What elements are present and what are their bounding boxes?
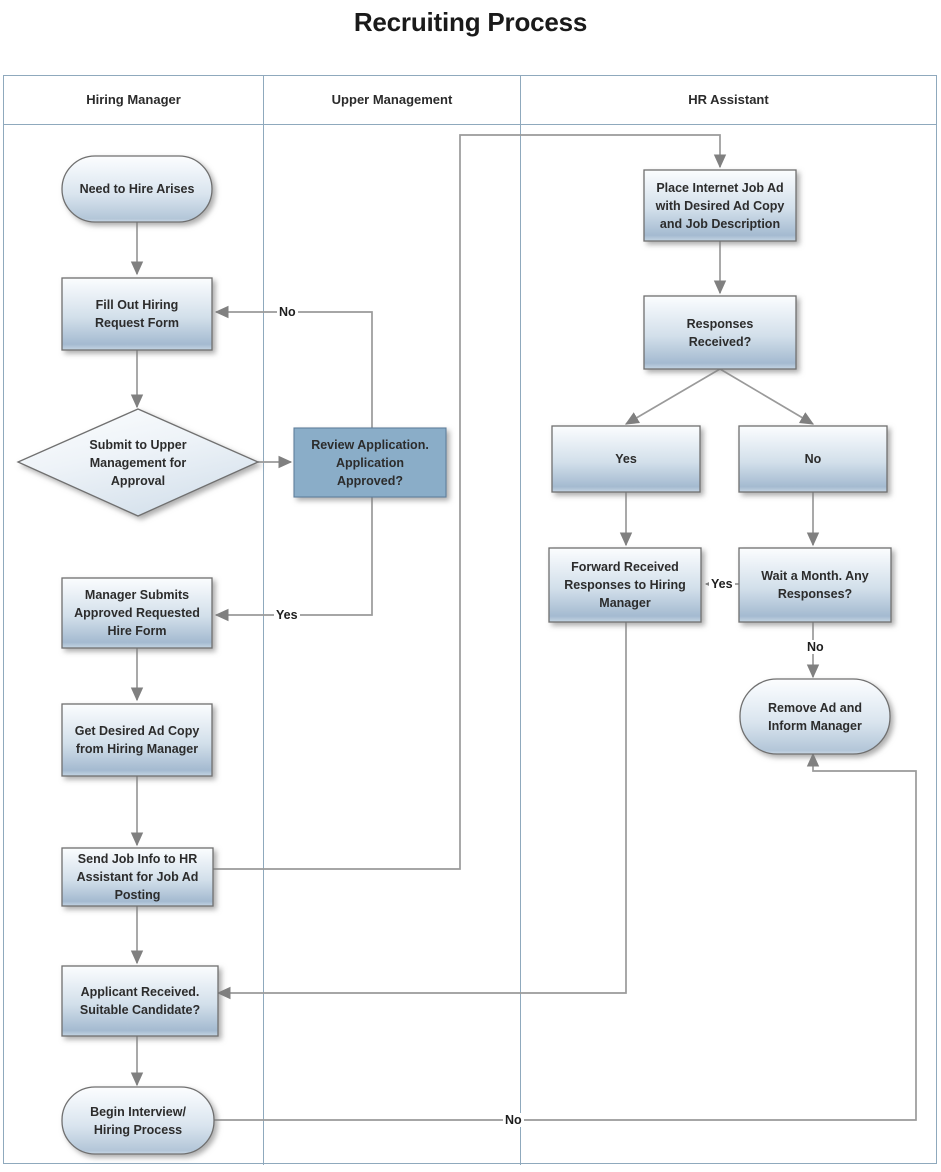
edge-label-wait-no: No	[805, 640, 826, 654]
node-get-desired-ad-copy[interactable]	[61, 703, 213, 777]
node-manager-submits-hire-form[interactable]	[61, 577, 213, 649]
node-responses-no[interactable]	[738, 425, 888, 493]
connector-review-no	[214, 305, 373, 429]
edge-label-wait-yes: Yes	[709, 577, 735, 591]
node-responses-received[interactable]	[643, 295, 797, 370]
connector-responses-to-yes	[624, 368, 721, 425]
lane-header-divider	[4, 124, 936, 125]
lane-divider-1	[263, 76, 264, 1165]
node-applicant-received[interactable]	[61, 965, 219, 1037]
node-begin-interview-process[interactable]	[61, 1086, 215, 1155]
lane-divider-2	[520, 76, 521, 1165]
connector-responses-to-no	[719, 368, 815, 425]
node-remove-ad-inform-manager[interactable]	[739, 678, 891, 755]
connector-review-yes	[214, 497, 373, 622]
node-review-application[interactable]	[293, 427, 447, 498]
connectors-layer	[130, 134, 917, 1121]
node-submit-to-upper-management[interactable]	[16, 408, 260, 517]
page-title: Recruiting Process	[353, 7, 588, 37]
node-fill-out-hiring-request-form[interactable]	[61, 277, 213, 351]
connector-send-to-place	[213, 134, 727, 870]
edge-label-begin-no: No	[503, 1113, 524, 1127]
node-responses-yes[interactable]	[551, 425, 701, 493]
edge-label-review-no: No	[277, 305, 298, 319]
node-send-job-info-to-hr[interactable]	[61, 847, 214, 907]
node-need-to-hire-arises[interactable]	[61, 155, 213, 223]
lane-header-hr-assistant: HR Assistant	[688, 92, 769, 107]
edge-label-review-yes: Yes	[274, 608, 300, 622]
node-wait-a-month[interactable]	[738, 547, 892, 623]
lane-header-upper-management: Upper Management	[331, 92, 453, 107]
connector-begin-no-remove	[213, 752, 917, 1121]
lane-header-hiring-manager: Hiring Manager	[86, 92, 181, 107]
node-forward-received-responses[interactable]	[548, 547, 702, 623]
node-place-internet-job-ad[interactable]	[643, 169, 797, 242]
nodes-layer	[16, 155, 892, 1155]
connector-forward-to-applicant	[216, 622, 627, 1000]
